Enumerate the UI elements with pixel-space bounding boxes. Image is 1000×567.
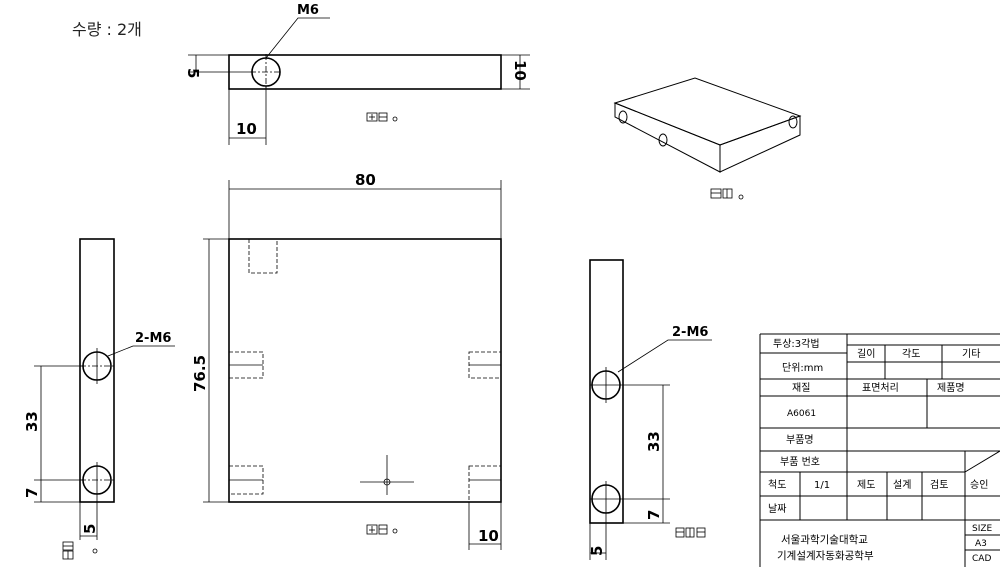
- tb-scale-value: 1/1: [814, 480, 830, 491]
- top-thread-label: M6: [297, 3, 319, 18]
- top-width-dim: 10: [236, 120, 257, 138]
- tb-surface-label: 표면처리: [862, 382, 899, 394]
- left-thread-label: 2-M6: [135, 331, 171, 346]
- top-height-dim: 5: [184, 68, 202, 78]
- front-bottom-dim: 10: [478, 527, 499, 545]
- front-view-caption: [366, 524, 398, 535]
- right-side-view: 2-M6 33 7 5: [588, 259, 712, 560]
- tb-product-label: 제품명: [937, 382, 965, 394]
- top-view: M6 5 10 10: [184, 3, 530, 145]
- tb-school: 서울과학기술대학교: [781, 534, 868, 546]
- tb-cad-label: CAD: [972, 554, 991, 564]
- tb-unit: 단위:mm: [782, 361, 823, 374]
- right-thread-label: 2-M6: [672, 325, 708, 340]
- right-bottom-dim: 7: [645, 510, 663, 520]
- left-view-caption: [62, 541, 98, 560]
- tb-part-name-label: 부품명: [786, 434, 814, 446]
- tb-design-label: 설계: [893, 479, 911, 491]
- tb-approve-label: 승인: [970, 479, 988, 491]
- left-offset-dim: 5: [81, 524, 99, 534]
- front-view: 80 76.5 10: [191, 171, 502, 550]
- tb-date-label: 날짜: [768, 503, 786, 515]
- tb-projection: 투상:3각법: [773, 338, 820, 350]
- front-height-dim: 76.5: [191, 355, 209, 392]
- tb-material-label: 재질: [792, 382, 810, 394]
- right-pitch-dim: 33: [645, 431, 663, 452]
- tb-department: 기계설계자동화공학부: [777, 550, 874, 562]
- tb-drawn-label: 제도: [857, 479, 875, 491]
- tb-tol-angle: 각도: [902, 348, 920, 360]
- tb-tol-length: 길이: [857, 347, 875, 360]
- left-side-view: 2-M6 33 7 5: [23, 238, 175, 560]
- left-pitch-dim: 33: [23, 411, 41, 432]
- right-offset-dim: 5: [588, 546, 606, 556]
- front-length-dim: 80: [355, 171, 376, 189]
- isometric-view: [613, 77, 802, 200]
- tb-part-no-label: 부품 번호: [780, 456, 820, 468]
- title-block: 투상:3각법 단위:mm 길이 각도 기타 재질 표면처리 제품명 A6061 …: [759, 333, 1000, 567]
- tb-size-value: A3: [975, 539, 987, 549]
- top-view-caption: [366, 112, 398, 122]
- right-view-caption: [675, 527, 706, 538]
- tb-scale-label: 척도: [768, 479, 786, 491]
- left-bottom-dim: 7: [23, 488, 41, 498]
- quantity-note: 수량 : 2개: [72, 20, 142, 39]
- tb-tol-other: 기타: [962, 348, 980, 360]
- top-thick-dim: 10: [511, 60, 529, 81]
- tb-check-label: 검토: [930, 479, 948, 491]
- tb-material-value: A6061: [787, 409, 816, 419]
- isometric-view-caption: [710, 188, 744, 200]
- tb-size-label: SIZE: [972, 524, 993, 534]
